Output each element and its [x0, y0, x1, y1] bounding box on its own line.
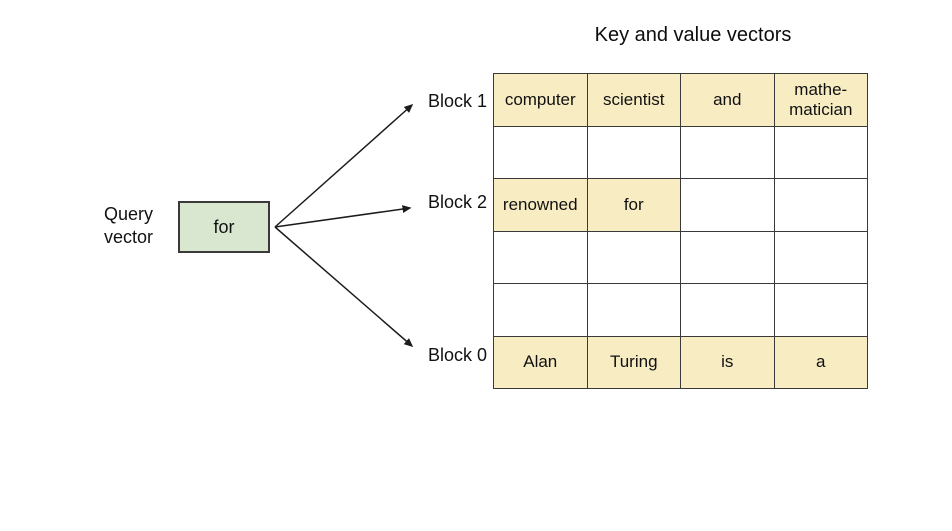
table-row — [493, 283, 868, 337]
table-cell — [680, 125, 775, 179]
table-cell: Alan — [493, 335, 588, 389]
table-cell — [680, 283, 775, 337]
table-cell: scientist — [586, 73, 681, 127]
table-cell: renowned — [493, 178, 588, 232]
table-cell — [586, 283, 681, 337]
table-cell: computer — [493, 73, 588, 127]
table-cell — [773, 283, 868, 337]
diagram-title: Key and value vectors — [594, 24, 792, 46]
table-cell — [493, 125, 588, 179]
table-cell: is — [680, 335, 775, 389]
block-0-label: Block 0 — [427, 345, 487, 365]
arrow-to-block-1 — [274, 104, 414, 228]
arrow-to-block-0 — [274, 226, 414, 347]
table-cell — [493, 283, 588, 337]
table-cell: for — [586, 178, 681, 232]
query-vector-box: for — [178, 201, 270, 253]
table-cell — [680, 178, 775, 232]
query-vector-box-text: for — [213, 216, 235, 237]
query-vector-label: Query vector — [104, 204, 154, 247]
block-1-label: Block 1 — [427, 91, 487, 111]
table-cell: and — [680, 73, 775, 127]
table-cell — [586, 125, 681, 179]
table-cell — [773, 230, 868, 284]
table-cell — [586, 230, 681, 284]
table-cell: mathe- matician — [773, 73, 868, 127]
table-row — [493, 125, 868, 179]
block-2-label: Block 2 — [427, 192, 487, 212]
arrow-to-block-2 — [274, 205, 412, 228]
table-cell: a — [773, 335, 868, 389]
table-cell: Turing — [586, 335, 681, 389]
table-cell — [773, 178, 868, 232]
table-cell — [773, 125, 868, 179]
table-cell — [493, 230, 588, 284]
table-cell — [680, 230, 775, 284]
table-row — [493, 230, 868, 284]
